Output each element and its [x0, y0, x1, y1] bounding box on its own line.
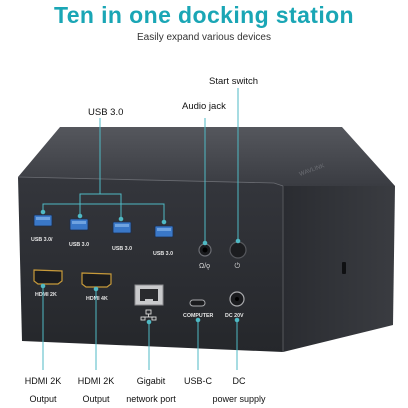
audio-jack-callout: Audio jack — [182, 101, 226, 112]
headline: Ten in one docking station — [53, 2, 355, 28]
start-switch-callout: Start switch — [209, 76, 259, 87]
dock-side-face — [283, 186, 395, 352]
subheadline: Easily expand various devices — [137, 32, 271, 43]
hdmi-2k-port-label: HDMI 2K — [35, 292, 57, 298]
usb-port-4 — [154, 225, 174, 238]
usb-port-3-label: USB 3.0 — [112, 246, 132, 252]
usb-port-3 — [112, 221, 132, 234]
dock-front-face — [18, 177, 283, 352]
usb-port-4-label: USB 3.0 — [153, 251, 173, 257]
side-lock-slot — [342, 262, 346, 274]
usb-port-2 — [69, 218, 89, 231]
callout-leader-lines — [40, 88, 241, 370]
hdmi-port-2k — [33, 269, 63, 285]
usb-port-1 — [33, 214, 53, 227]
usb-c-port — [189, 299, 206, 307]
dc-port-label: DC 20V — [225, 313, 244, 319]
hdmi-4k-port-label: HDMI 4K — [86, 296, 108, 302]
usb-c-caption: USB-C — [183, 376, 212, 386]
usb-port-2-label: USB 3.0 — [69, 242, 89, 248]
hdmi-port-4k — [81, 272, 112, 288]
computer-port-label: COMPUTER — [183, 313, 213, 319]
start-switch-button — [229, 241, 247, 259]
usb-port-1-label: USB 3.0/ — [31, 237, 53, 243]
headset-icon: Ω/ǫ — [199, 263, 210, 270]
power-icon: ⏻ — [235, 262, 241, 270]
dock-top-face — [18, 127, 395, 186]
network-icon — [140, 309, 157, 321]
usb3-callout: USB 3.0 — [88, 107, 124, 118]
